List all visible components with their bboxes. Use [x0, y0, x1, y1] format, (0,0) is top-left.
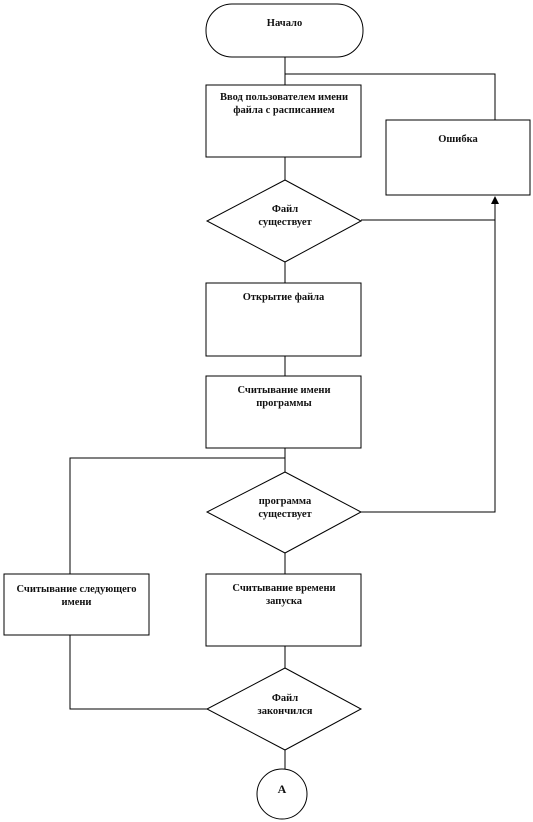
error-box	[385, 119, 531, 196]
edge-file-exists-no-to-error	[361, 196, 499, 221]
input-filename-box	[205, 84, 362, 158]
read-launch-time-box	[205, 573, 362, 647]
file-exists-decision	[205, 179, 363, 263]
read-program-name-box	[205, 375, 362, 449]
connector-a-circle	[256, 768, 308, 820]
input-filename-label: Ввод пользователем имени файла с расписа…	[220, 92, 348, 116]
edge-error-to-input	[285, 73, 496, 120]
start-label: Начало	[266, 18, 303, 29]
connector-a-label: А	[277, 782, 287, 796]
edge-program-exists-no-to-error	[361, 197, 496, 513]
read-next-name-box	[3, 573, 150, 636]
read-program-name-label: Считывание имени программы	[237, 385, 331, 409]
file-ended-label: Файл закончился	[257, 693, 313, 717]
program-exists-label: программа существует	[258, 496, 312, 520]
file-exists-label: Файл существует	[258, 204, 312, 228]
open-file-label: Открытие файла	[242, 292, 325, 303]
program-exists-decision	[205, 471, 363, 554]
edge-file-ended-to-read-next	[69, 635, 207, 710]
edge-read-next-loop-back	[69, 457, 285, 574]
read-launch-time-label: Считывание времени запуска	[232, 583, 336, 607]
file-ended-decision	[205, 667, 363, 751]
read-next-name-label: Считывание следующего имени	[16, 584, 137, 608]
start-terminator-shape	[205, 3, 364, 58]
error-label: Ошибка	[438, 134, 478, 145]
open-file-box	[205, 282, 362, 357]
